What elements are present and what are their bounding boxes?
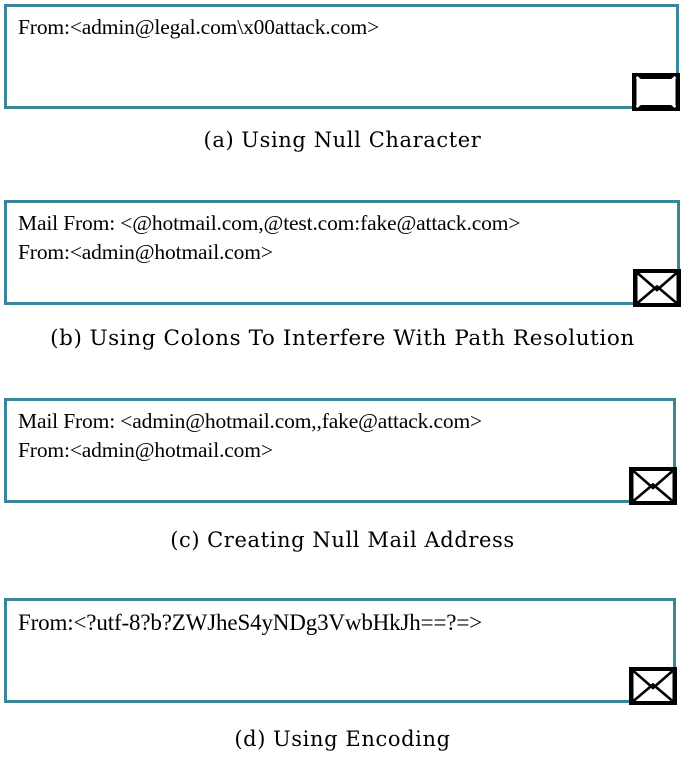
caption-tag: (b): [50, 326, 83, 351]
caption-tag: (c): [170, 528, 201, 552]
mail-header-line: From:<?utf-8?b?ZWJheS4yNDg3VwbHkJh==?=>: [18, 610, 482, 635]
envelope-icon: [633, 269, 681, 307]
mail-header-line: From:<admin@hotmail.com>: [18, 240, 273, 265]
mail-header-box-b: Mail From: <@hotmail.com,@test.com:fake@…: [4, 200, 681, 307]
mail-header-line: From:<admin@hotmail.com>: [18, 438, 273, 463]
caption-text: Using Null Character: [241, 128, 482, 152]
subfigure-b: Mail From: <@hotmail.com,@test.com:fake@…: [0, 0, 685, 351]
mail-header-lines-d: From:<?utf-8?b?ZWJheS4yNDg3VwbHkJh==?=>: [7, 601, 673, 639]
mail-header-line: From:<admin@legal.com\x00attack.com>: [18, 15, 380, 39]
mail-header-box-a: From:<admin@legal.com\x00attack.com>: [4, 4, 680, 111]
mail-header-box-d: From:<?utf-8?b?ZWJheS4yNDg3VwbHkJh==?=>: [4, 598, 677, 705]
subfigure-caption-b: (b)Using Colons To Interfere With Path R…: [0, 326, 685, 351]
subfigure-caption-c: (c)Creating Null Mail Address: [0, 528, 685, 552]
subfigure-c: Mail From: <admin@hotmail.com,,fake@atta…: [0, 0, 685, 552]
mail-header-lines-b: Mail From: <@hotmail.com,@test.com:fake@…: [7, 203, 677, 268]
envelope-icon: [629, 667, 677, 705]
caption-tag: (d): [234, 727, 266, 751]
mail-header-line: Mail From: <admin@hotmail.com,,fake@atta…: [18, 409, 482, 433]
subfigure-caption-a: (a)Using Null Character: [0, 128, 685, 152]
caption-text: Using Colons To Interfere With Path Reso…: [89, 326, 635, 351]
envelope-icon: [632, 73, 680, 111]
mail-header-lines-c: Mail From: <admin@hotmail.com,,fake@atta…: [7, 401, 673, 466]
subfigure-caption-d: (d) Using Encoding: [0, 727, 685, 751]
caption-text: Using Encoding: [273, 727, 451, 751]
mail-header-line: Mail From: <@hotmail.com,@test.com:fake@…: [18, 211, 521, 235]
caption-text: Creating Null Mail Address: [207, 528, 515, 552]
mail-header-box-c: Mail From: <admin@hotmail.com,,fake@atta…: [4, 398, 677, 505]
envelope-icon: [629, 467, 677, 505]
mail-header-lines-a: From:<admin@legal.com\x00attack.com>: [7, 7, 676, 42]
caption-tag: (a): [203, 128, 235, 152]
subfigure-a: From:<admin@legal.com\x00attack.com> (a)…: [0, 0, 685, 152]
